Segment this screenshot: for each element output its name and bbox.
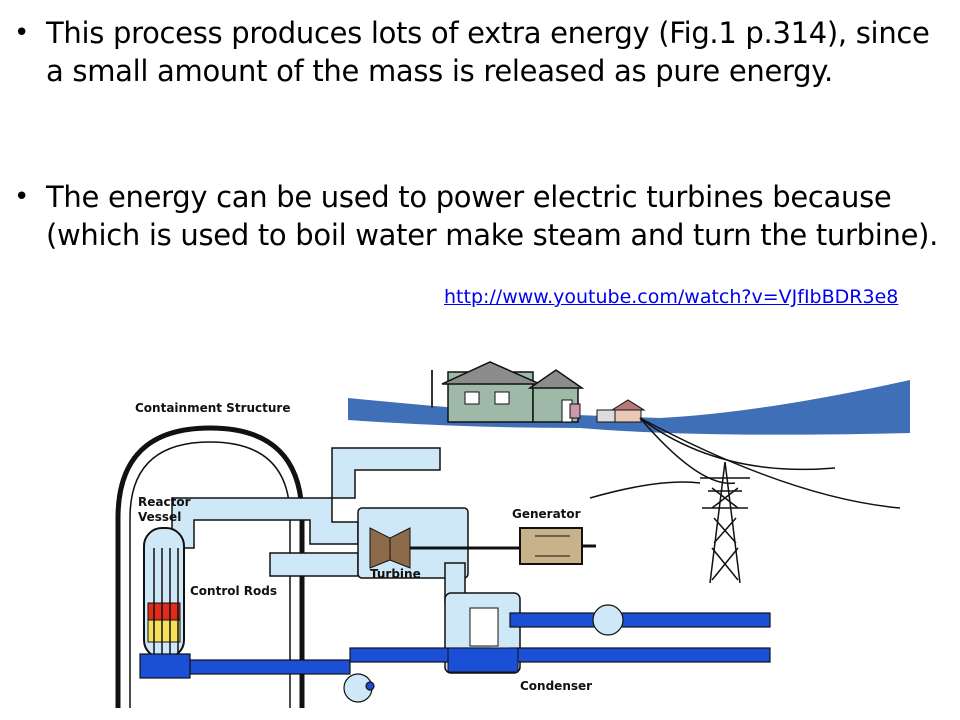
steam-pipes	[171, 447, 521, 674]
generator	[519, 527, 596, 565]
nuclear-plant-diagram: Containment Structure Reactor Vessel Con…	[115, 361, 910, 708]
house-wing-roof	[527, 369, 585, 389]
turbine	[369, 527, 520, 569]
label-turbine: Turbine	[370, 567, 421, 581]
bullet-marker: •	[14, 18, 30, 48]
label-vessel: Vessel	[138, 510, 181, 524]
condenser-coil	[469, 607, 499, 647]
label-generator: Generator	[512, 507, 581, 521]
water-pipes	[139, 604, 771, 703]
house-window	[494, 391, 510, 405]
house-window	[464, 391, 480, 405]
bullet-item-2: • The energy can be used to power electr…	[14, 178, 948, 254]
reactor-vessel	[143, 527, 185, 659]
label-condenser: Condenser	[520, 679, 592, 693]
landscape-illustration	[348, 361, 910, 435]
label-containment: Containment Structure	[135, 401, 290, 415]
label-control-rods: Control Rods	[190, 584, 277, 598]
power-tower	[589, 417, 901, 584]
label-reactor: Reactor	[138, 495, 191, 509]
small-house	[569, 403, 581, 419]
containment-structure	[115, 425, 305, 708]
bullet-text-1: This process produces lots of extra ener…	[46, 16, 930, 88]
condenser-pool	[447, 647, 519, 673]
youtube-link[interactable]: http://www.youtube.com/watch?v=VJfIbBDR3…	[444, 286, 899, 308]
bullet-text-2: The energy can be used to power electric…	[46, 180, 939, 252]
bullet-item-1: • This process produces lots of extra en…	[14, 14, 948, 90]
bullet-marker: •	[14, 182, 30, 212]
house-main-roof	[441, 361, 541, 385]
small-house-roof	[610, 399, 646, 411]
